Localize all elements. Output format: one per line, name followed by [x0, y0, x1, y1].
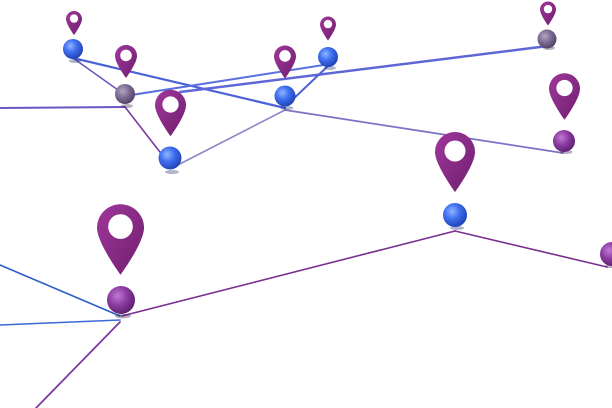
pushpin-icon — [553, 130, 575, 154]
connection-line — [454, 230, 608, 268]
connection-line — [71, 56, 287, 110]
connection-line — [121, 230, 456, 317]
connection-line — [124, 63, 331, 97]
connection-line — [178, 44, 550, 94]
connection-line — [35, 321, 121, 408]
pushpin-icon — [318, 47, 338, 70]
connection-line — [0, 106, 126, 109]
pushpin-icon — [63, 39, 83, 63]
connection-line — [0, 264, 121, 317]
map-pin-icon — [155, 89, 186, 137]
connection-lines — [0, 44, 608, 408]
connection-line — [284, 109, 564, 154]
pushpin-icon — [274, 85, 296, 110]
map-pin-icon — [320, 16, 336, 41]
map-pin-icon — [435, 132, 475, 192]
map-pin-icon — [540, 1, 556, 26]
connection-line — [0, 319, 121, 326]
connection-line — [72, 57, 126, 96]
pushpin-icon — [537, 29, 557, 50]
pushpin-icon — [115, 84, 135, 108]
pushpin-icon — [443, 203, 467, 230]
pushpin-icon — [107, 286, 135, 319]
map-pin-icon — [97, 204, 144, 275]
map-pin-icon — [549, 73, 580, 120]
connection-line — [171, 109, 286, 169]
map-pin-icon — [274, 45, 296, 79]
pushpins — [63, 29, 612, 319]
map-pins — [66, 1, 580, 275]
pushpin-icon — [158, 146, 182, 174]
map-pin-icon — [66, 11, 82, 35]
pushpin-icon — [600, 242, 612, 268]
